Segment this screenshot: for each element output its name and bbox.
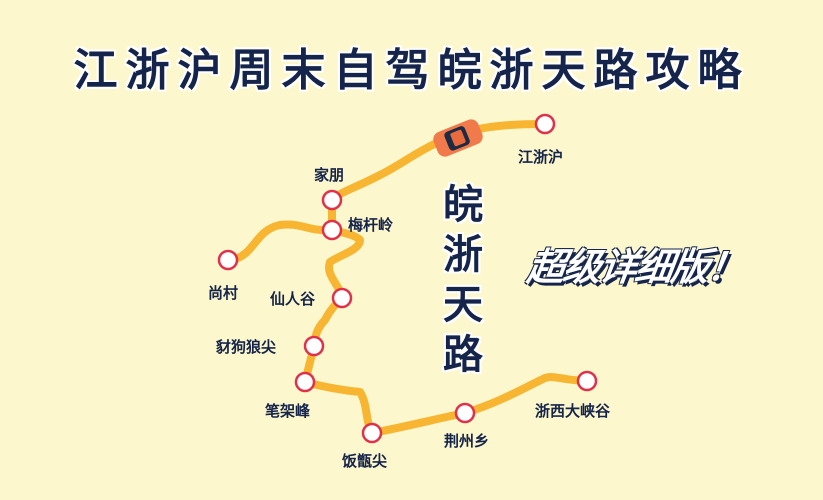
promo-banner: 超级详细版！ xyxy=(524,245,747,289)
label-bijiafeng: 笔架峰 xyxy=(265,402,311,420)
vertical-title-char: 皖 xyxy=(443,181,483,228)
label-shangcun: 尚村 xyxy=(208,284,238,302)
label-fanzengjian: 饭甑尖 xyxy=(341,452,387,470)
stop-fanzengjian[interactable] xyxy=(361,422,383,444)
stop-chaigoulangjian[interactable] xyxy=(303,335,325,357)
stop-jiangzhehu[interactable] xyxy=(534,113,556,135)
label-meiganling: 梅杆岭 xyxy=(348,216,393,234)
vertical-title-char: 天 xyxy=(443,281,483,328)
stop-jiapeng[interactable] xyxy=(321,189,343,211)
label-jingzhouxiang: 荆州乡 xyxy=(444,432,489,450)
stop-shangcun[interactable] xyxy=(217,249,239,271)
vertical-title-char: 路 xyxy=(443,331,483,378)
label-zhexidaxiagu: 浙西大峡谷 xyxy=(535,402,611,420)
stop-bijiafeng[interactable] xyxy=(294,371,316,393)
vertical-title-char: 浙 xyxy=(443,231,483,278)
page-title: 江浙沪周末自驾皖浙天路攻略 xyxy=(73,45,750,96)
vertical-title: 皖 浙 天 路 xyxy=(438,180,488,380)
stop-meiganling[interactable] xyxy=(321,219,343,241)
label-jiapeng: 家朋 xyxy=(314,166,344,184)
stop-jingzhouxiang[interactable] xyxy=(454,402,476,424)
label-jiangzhehu: 江浙沪 xyxy=(518,148,563,166)
car-icon xyxy=(433,119,483,157)
label-xianrengu: 仙人谷 xyxy=(270,290,316,308)
stop-markers xyxy=(217,113,598,444)
stop-zhexidaxiagu[interactable] xyxy=(576,370,598,392)
label-chaigoulangjian: 豺狗狼尖 xyxy=(215,338,276,356)
stop-xianrengu[interactable] xyxy=(331,287,353,309)
